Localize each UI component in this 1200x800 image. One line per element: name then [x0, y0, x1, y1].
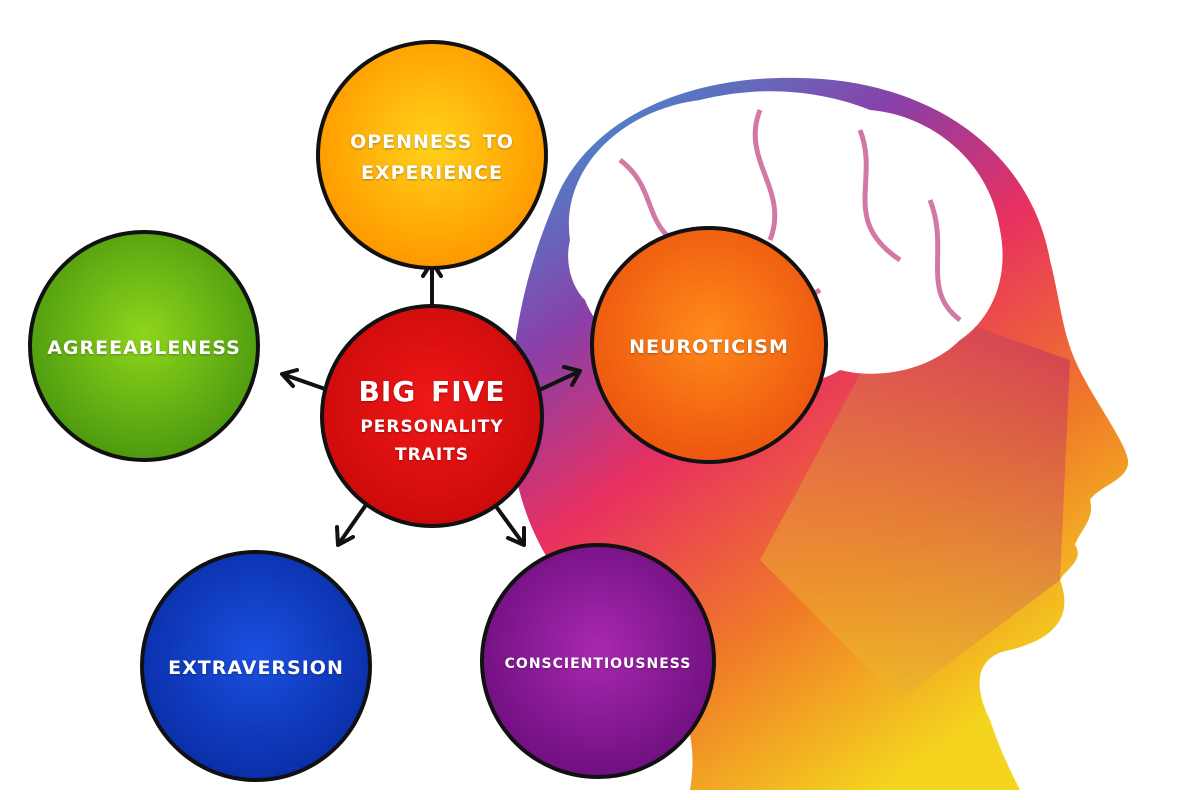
- agreeableness-label: Agreeableness: [47, 330, 241, 362]
- center-subtitle-line1: Personality: [360, 410, 504, 439]
- extraversion-label: Extraversion: [168, 650, 344, 682]
- center-title: Big Five: [358, 365, 506, 412]
- neuroticism-label: Neuroticism: [629, 329, 789, 361]
- center-big-five: Big Five Personality Traits: [320, 304, 544, 528]
- conscientiousness-label: Conscientiousness: [504, 648, 692, 673]
- openness-label-line2: experience: [360, 155, 504, 186]
- trait-neuroticism: Neuroticism: [590, 226, 828, 464]
- openness-label-line1: Openness to: [350, 123, 514, 155]
- trait-conscientiousness: Conscientiousness: [480, 543, 716, 779]
- trait-extraversion: Extraversion: [140, 550, 372, 782]
- trait-agreeableness: Agreeableness: [28, 230, 260, 462]
- trait-openness: Openness to experience: [316, 40, 548, 270]
- center-subtitle-line2: Traits: [394, 438, 469, 466]
